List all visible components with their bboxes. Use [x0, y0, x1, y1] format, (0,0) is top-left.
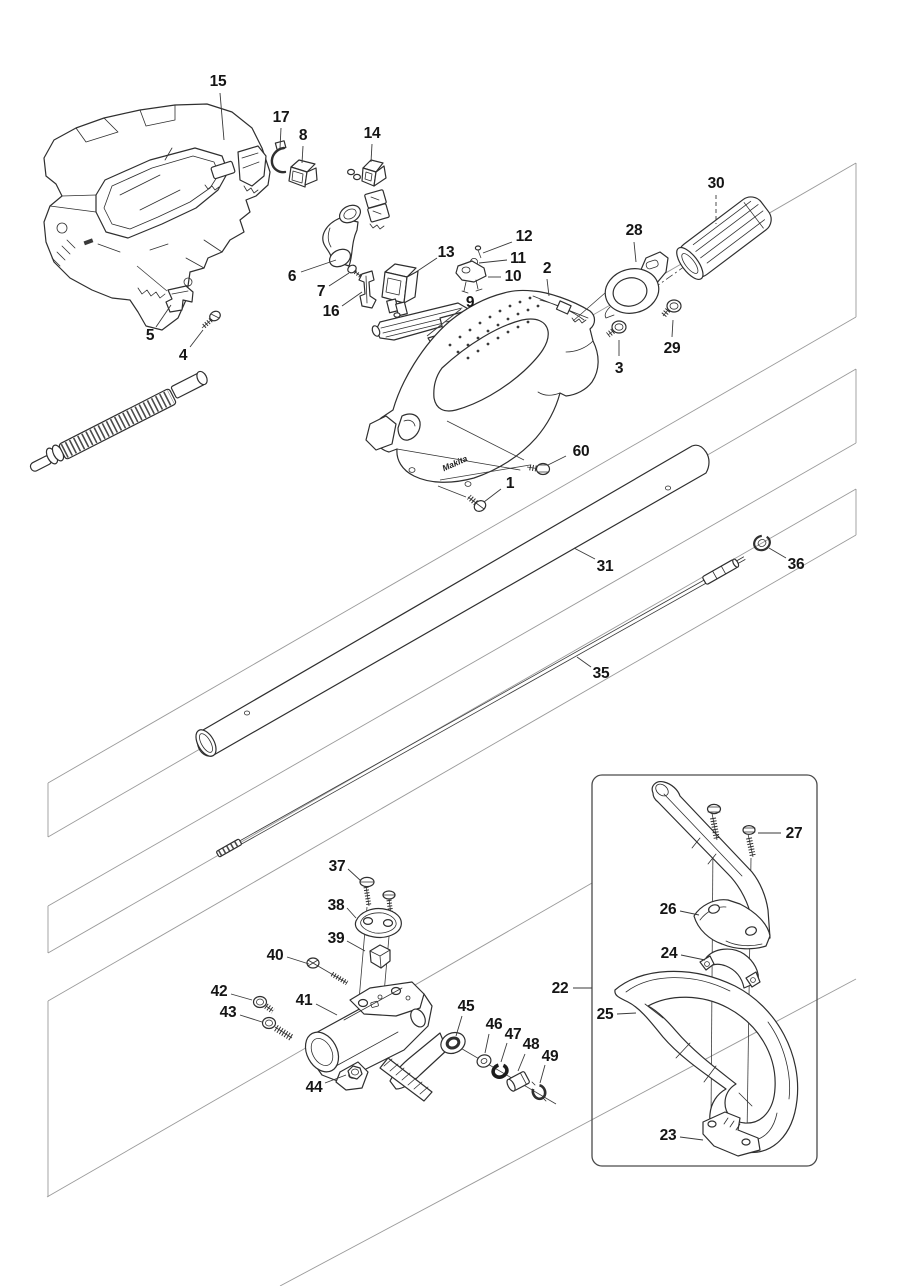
part-label-36: 36 [788, 556, 805, 573]
handle-clamp-plate-23 [702, 1111, 761, 1157]
part-label-46: 46 [486, 1016, 503, 1033]
drive-rod-35 [216, 556, 746, 858]
part-label-29: 29 [664, 340, 681, 357]
handle-bracket-26 [693, 899, 771, 950]
sleeve-48 [506, 1071, 530, 1092]
nut-44 [347, 1065, 363, 1080]
part-label-42: 42 [211, 983, 228, 1000]
handle-grip-30 [676, 196, 772, 280]
part-label-43: 43 [220, 1004, 237, 1021]
screw-3 [606, 320, 627, 338]
part-label-7: 7 [317, 283, 325, 300]
handle-housing-half-15 [43, 103, 271, 331]
part-label-31: 31 [597, 558, 614, 575]
assembly-lines-over [136, 265, 606, 498]
part-label-45: 45 [458, 998, 475, 1015]
gear-housing-41 [304, 981, 433, 1091]
flexible-shaft [29, 370, 208, 472]
screw-60 [526, 462, 551, 476]
part-label-24: 24 [661, 945, 678, 962]
screw-29 [660, 299, 682, 318]
part-label-15: 15 [210, 73, 227, 90]
part-label-4: 4 [179, 347, 188, 364]
screw-12 [474, 245, 482, 259]
switch-14 [347, 159, 387, 187]
switch-13 [381, 263, 419, 327]
part-label-5: 5 [146, 327, 155, 344]
washer-46 [476, 1054, 492, 1068]
part-label-25: 25 [597, 1006, 614, 1023]
switch-8 [288, 159, 318, 188]
part-label-23: 23 [660, 1127, 677, 1144]
part-label-9: 9 [466, 294, 475, 311]
part-label-3: 3 [615, 360, 624, 377]
part-label-10: 10 [505, 268, 522, 285]
part-label-6: 6 [288, 268, 297, 285]
part-label-11: 11 [510, 250, 526, 267]
screw-43 [261, 1016, 294, 1041]
part-label-39: 39 [328, 930, 345, 947]
screw-7 [347, 264, 365, 280]
pivot-arm-6 [322, 204, 362, 268]
connector-block [364, 189, 390, 230]
part-label-13: 13 [438, 244, 455, 261]
throttle-handle-bar [651, 781, 771, 943]
part-label-37: 37 [329, 858, 346, 875]
snap-ring-36 [753, 534, 771, 552]
bracket-16 [358, 270, 377, 309]
o-ring-47 [491, 1063, 509, 1079]
cushion-39 [369, 944, 391, 969]
part-label-26: 26 [660, 901, 677, 918]
clip-17 [270, 140, 287, 174]
screw-42 [252, 995, 275, 1014]
screw-1 [467, 494, 487, 512]
part-label-35: 35 [593, 665, 610, 682]
handle-clamp-24 [699, 948, 761, 989]
part-label-1: 1 [506, 475, 515, 492]
part-label-8: 8 [299, 127, 308, 144]
part-label-27: 27 [786, 825, 803, 842]
bracket-5 [165, 285, 194, 313]
part-label-41: 41 [296, 992, 313, 1009]
bolt-40 [306, 957, 349, 986]
part-label-60: 60 [573, 443, 590, 460]
screw-4 [201, 310, 221, 329]
shaft-pipe-31 [195, 444, 710, 757]
part-label-47: 47 [505, 1026, 522, 1043]
part-label-17: 17 [273, 109, 290, 126]
handle-assembly-box [591, 774, 818, 1167]
part-label-40: 40 [267, 947, 284, 964]
part-label-16: 16 [323, 303, 340, 320]
part-label-14: 14 [364, 125, 381, 142]
part-label-30: 30 [708, 175, 725, 192]
part-label-44: 44 [306, 1079, 323, 1096]
parts-artwork: Makita [29, 103, 799, 1157]
part-label-12: 12 [516, 228, 533, 245]
e-clip-49 [531, 1081, 547, 1102]
part-label-49: 49 [542, 1048, 559, 1065]
handle-bolt-long [706, 803, 722, 841]
lock-lever-45 [379, 1031, 466, 1102]
part-label-48: 48 [523, 1036, 540, 1053]
screw-27 [742, 824, 756, 858]
clamp-ring-28 [604, 251, 669, 319]
part-labels: 15 17 8 14 6 7 16 13 12 11 10 2 9 28 30 … [146, 73, 805, 1144]
part-label-28: 28 [626, 222, 643, 239]
part-label-2: 2 [543, 260, 551, 277]
part-label-22: 22 [552, 980, 569, 997]
clamp-plate-38 [354, 907, 402, 939]
part-label-38: 38 [328, 897, 345, 914]
lever-10 [455, 260, 487, 294]
motor-housing-2: Makita [365, 289, 599, 487]
